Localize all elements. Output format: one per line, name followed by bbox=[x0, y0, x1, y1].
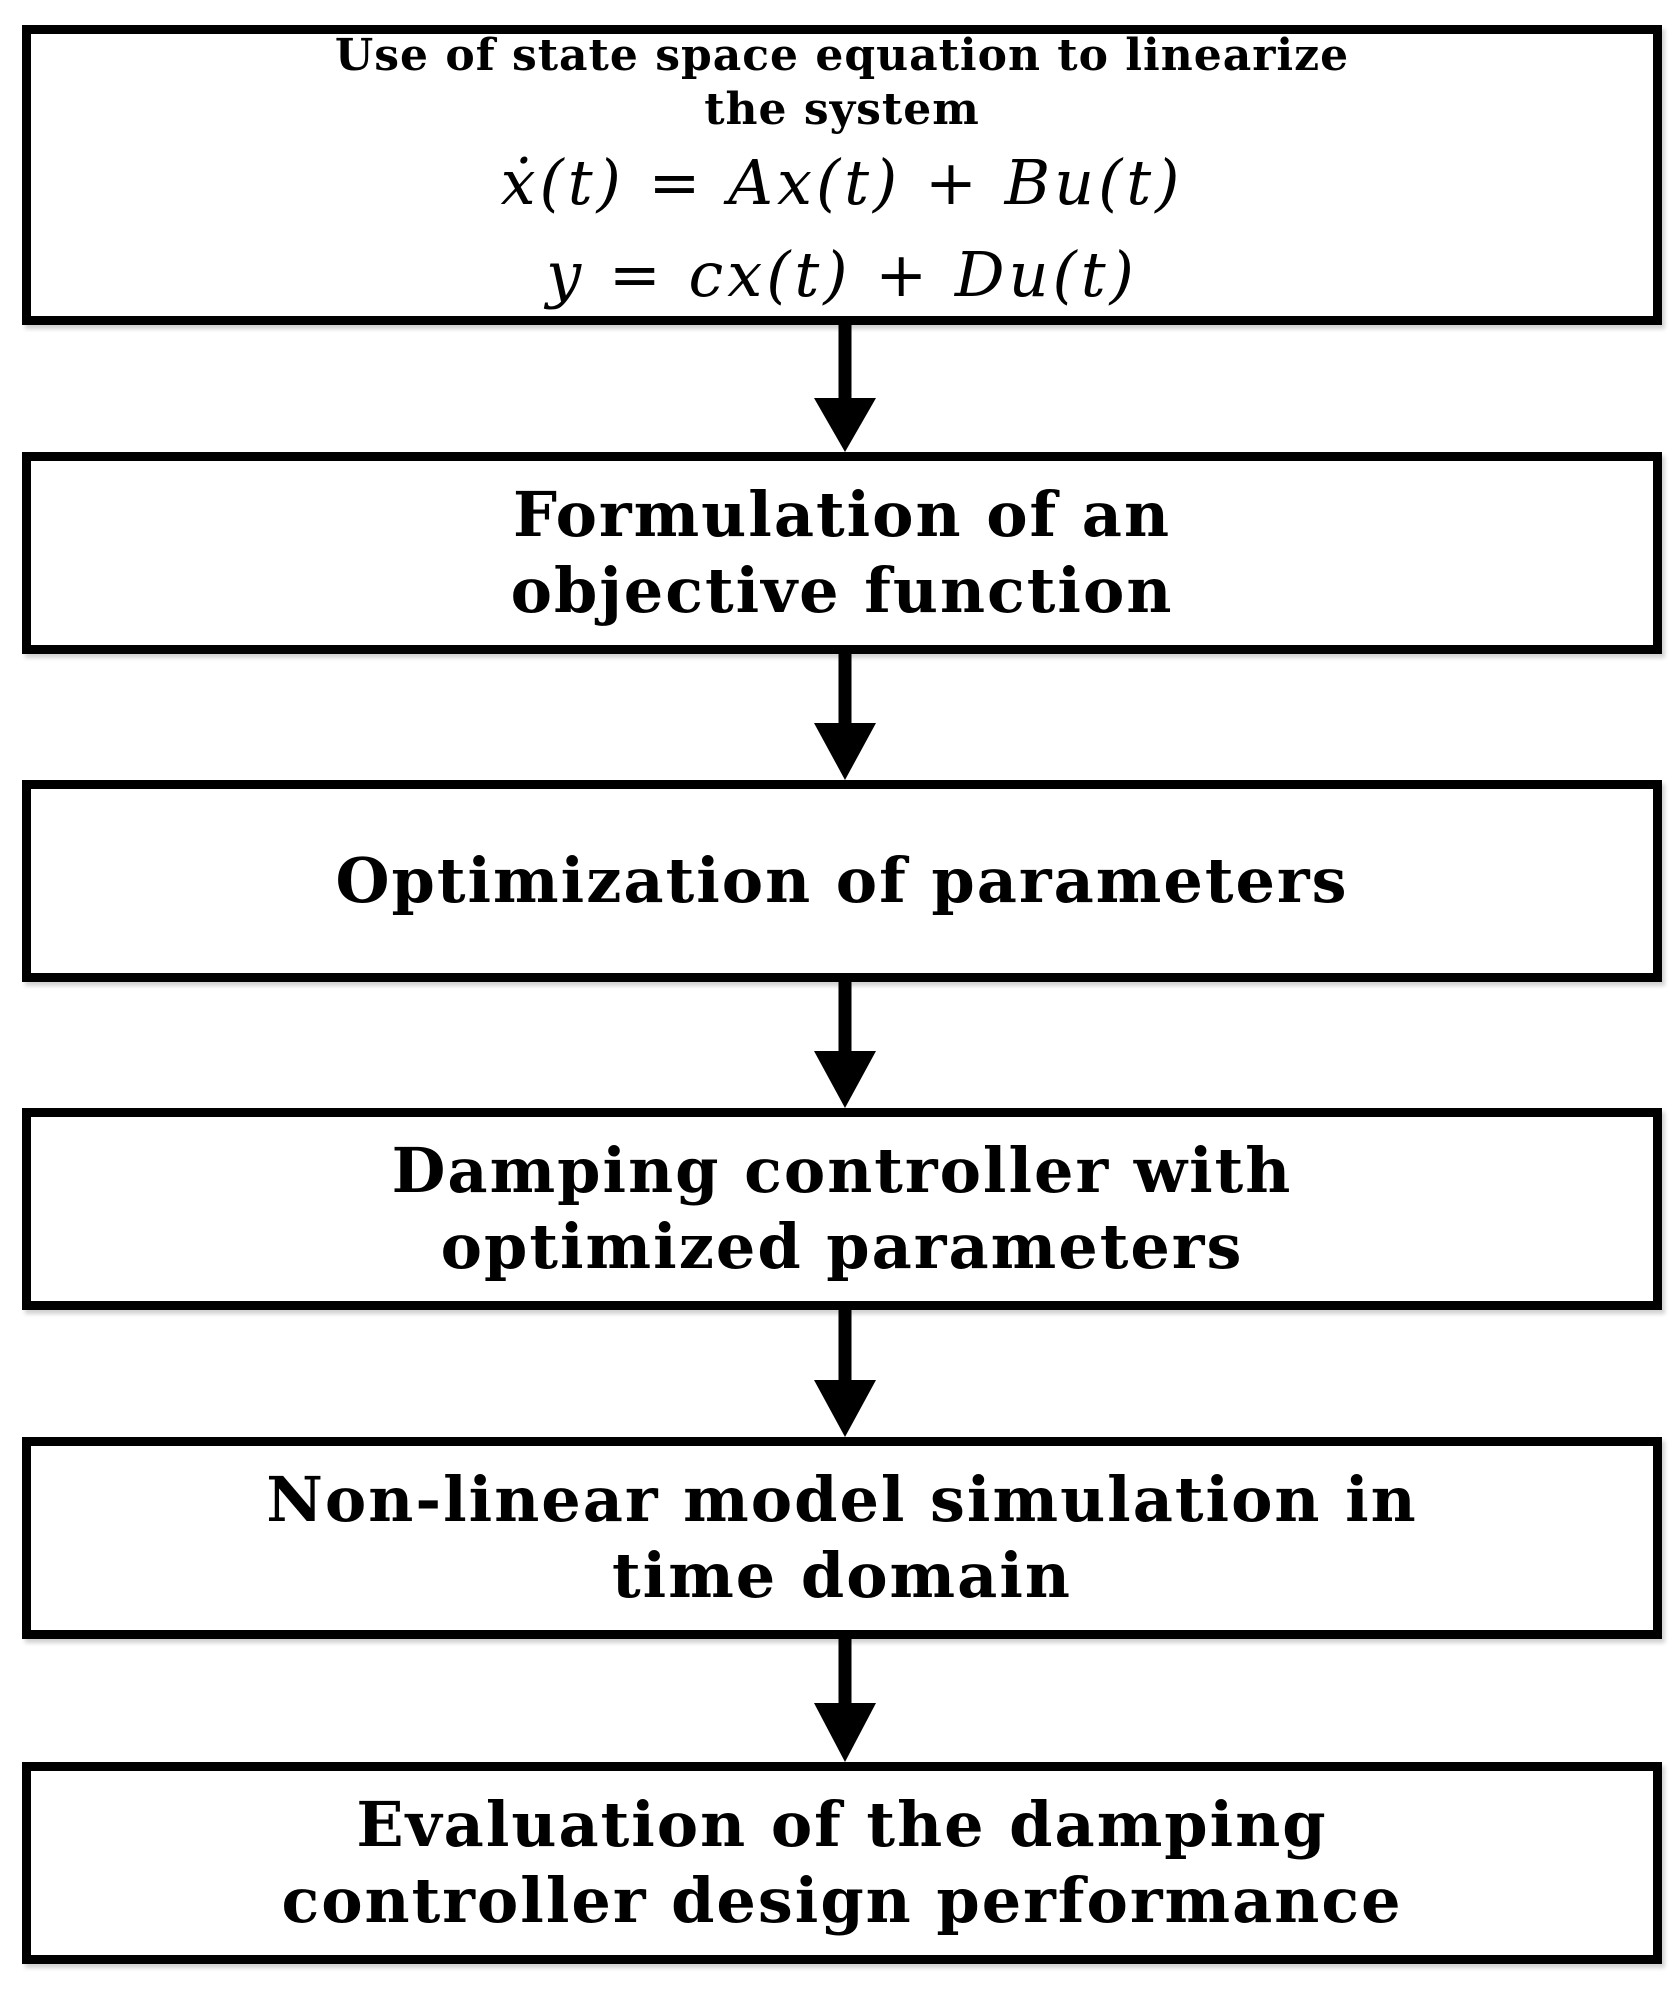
step-evaluation-title: Evaluation of the damping controller des… bbox=[281, 1788, 1403, 1937]
state-equation: ẋ(t) = Ax(t) + Bu(t) bbox=[500, 146, 1184, 219]
step-objective-function-box: Formulation of an objective function bbox=[22, 452, 1662, 654]
step-evaluation-box: Evaluation of the damping controller des… bbox=[22, 1762, 1662, 1964]
arrow-5-to-6 bbox=[814, 1637, 876, 1762]
step-objective-function-title: Formulation of an objective function bbox=[510, 478, 1174, 627]
output-equation: y = cx(t) + Du(t) bbox=[546, 238, 1138, 311]
step-optimization-title: Optimization of parameters bbox=[335, 844, 1349, 917]
arrow-2-to-3 bbox=[814, 652, 876, 780]
arrow-3-to-4 bbox=[814, 980, 876, 1108]
arrow-4-to-5 bbox=[814, 1308, 876, 1437]
step-simulation-title: Non-linear model simulation in time doma… bbox=[266, 1463, 1418, 1612]
step-simulation-box: Non-linear model simulation in time doma… bbox=[22, 1437, 1662, 1639]
step-linearize-box: Use of state space equation to linearize… bbox=[22, 25, 1662, 325]
arrow-1-to-2 bbox=[814, 322, 876, 452]
step-damping-controller-title: Damping controller with optimized parame… bbox=[391, 1134, 1293, 1283]
step-damping-controller-box: Damping controller with optimized parame… bbox=[22, 1108, 1662, 1310]
step-linearize-title: Use of state space equation to linearize… bbox=[334, 30, 1350, 135]
step-optimization-box: Optimization of parameters bbox=[22, 780, 1662, 982]
